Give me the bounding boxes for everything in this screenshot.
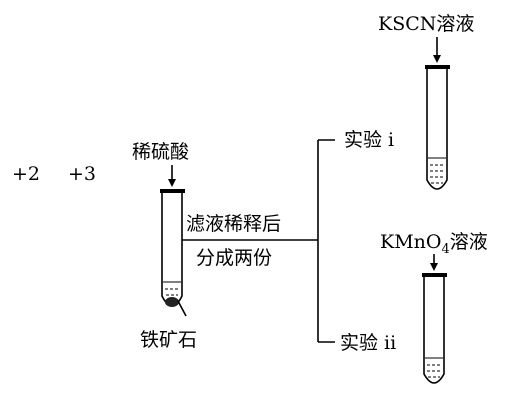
kmno4-test-tube (422, 273, 447, 384)
filtrate-label-line2: 分成两份 (196, 247, 272, 269)
kmno4-drop-arrow (430, 254, 438, 271)
oxidation-state-plus2: +2 (12, 163, 40, 185)
kscn-test-tube (425, 65, 450, 190)
ore-pointer (177, 300, 187, 317)
reagent-kmno4-label: KMnO4溶液 (380, 231, 488, 257)
acid-drop-arrow (168, 165, 176, 187)
experiment-2-label: 实验 ii (340, 332, 396, 354)
ore-test-tube (160, 189, 185, 307)
reagent-kscn-label: KSCN溶液 (378, 13, 474, 35)
oxidation-state-plus3: +3 (68, 163, 96, 185)
filtrate-label-line1: 滤液稀释后 (186, 213, 281, 235)
experiment-1-label: 实验 i (344, 129, 394, 151)
branch-connector (182, 139, 335, 343)
ore-label: 铁矿石 (140, 329, 197, 351)
reagent-acid-label: 稀硫酸 (132, 141, 189, 163)
kscn-drop-arrow (433, 37, 441, 63)
